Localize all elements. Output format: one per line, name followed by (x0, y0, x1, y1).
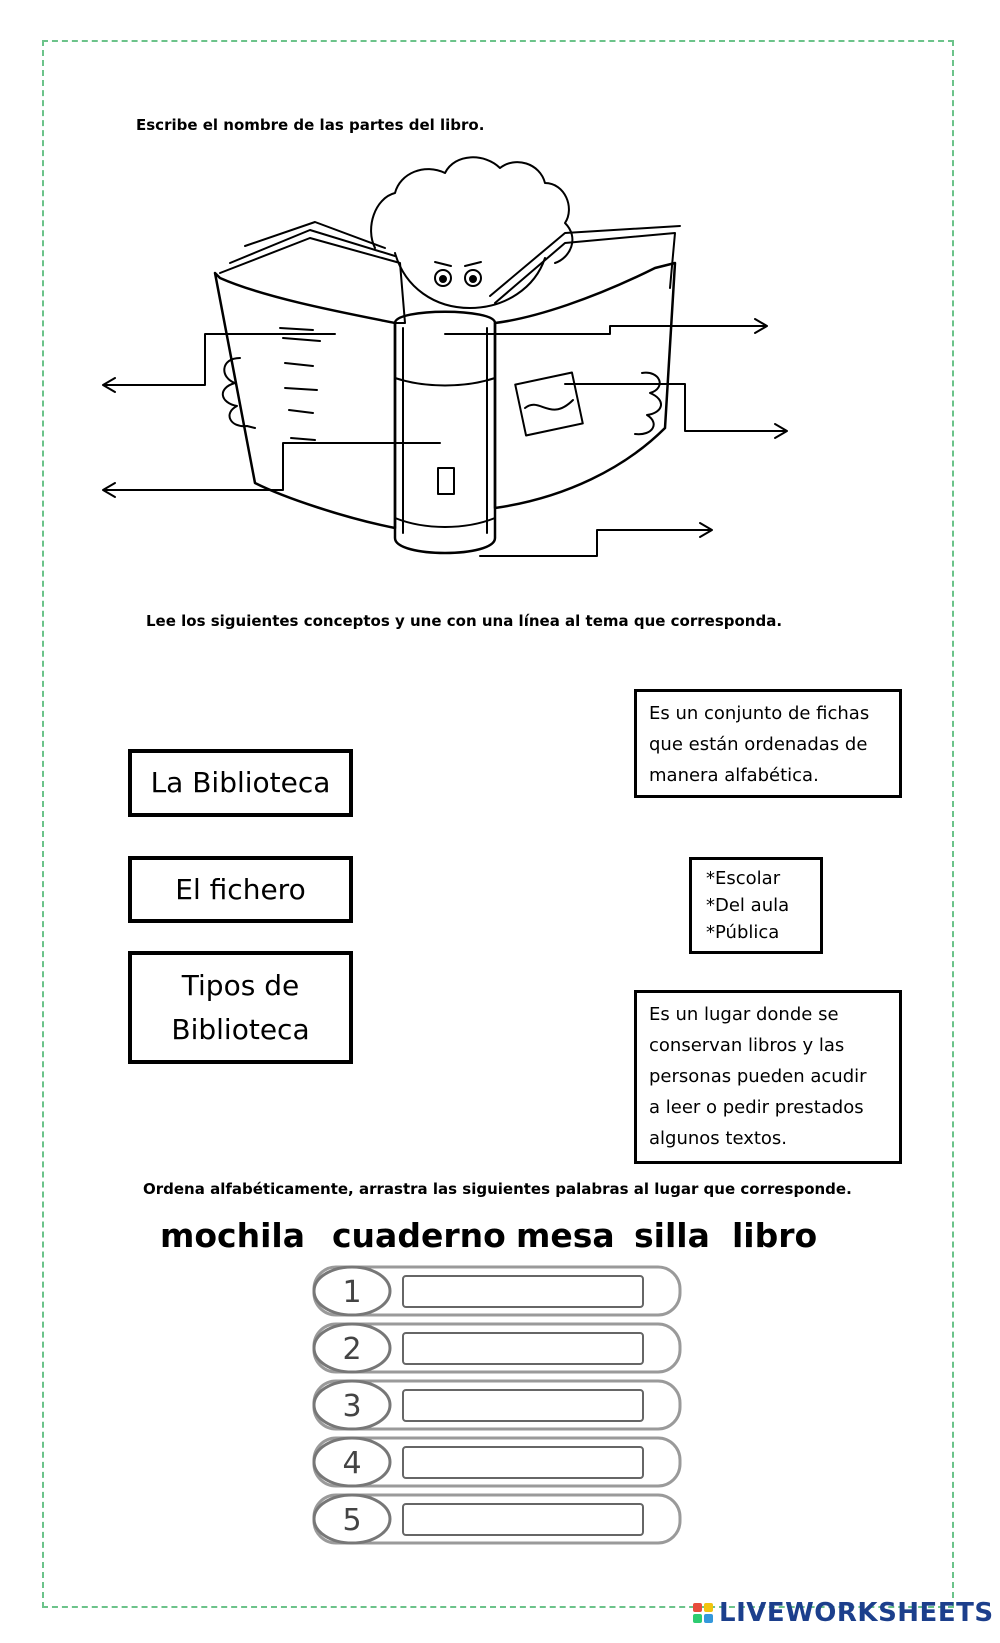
definition-line: *Escolar (706, 868, 781, 889)
order-slot-row: 2 (312, 1322, 682, 1374)
topic-tipos-de-biblioteca[interactable]: Tipos de Biblioteca (128, 951, 353, 1064)
answer-drop-field[interactable] (402, 1332, 644, 1365)
number-badge (312, 1493, 392, 1545)
definition-line: Es un conjunto de fichas (649, 703, 870, 724)
definition-line: Es un lugar donde se (649, 1004, 839, 1025)
liveworksheets-logo: LIVEWORKSHEETS (693, 1598, 994, 1628)
logo-square (704, 1614, 713, 1623)
definition-line: *Pública (706, 922, 780, 943)
definition-fichero[interactable]: Es un conjunto de fichas que están orden… (634, 689, 902, 798)
definition-line: conservan libros y las (649, 1035, 845, 1056)
number-badge (312, 1436, 392, 1488)
topic-label: La Biblioteca (150, 766, 331, 800)
word-libro[interactable]: libro (732, 1216, 818, 1255)
parts-instruction: Escribe el nombre de las partes del libr… (136, 116, 485, 134)
definition-line: personas pueden acudir (649, 1066, 867, 1087)
topic-label: El fichero (175, 872, 306, 906)
number-badge (312, 1265, 392, 1317)
topic-label-line1: Tipos de (181, 969, 300, 1003)
slot-number: 4 (342, 1446, 361, 1481)
logo-square (704, 1603, 713, 1612)
order-slot-row: 3 (312, 1379, 682, 1431)
order-slot-row: 4 (312, 1436, 682, 1488)
word-cuaderno[interactable]: cuaderno (332, 1216, 506, 1255)
order-slot-row: 1 (312, 1265, 682, 1317)
slot-number: 3 (342, 1389, 361, 1424)
topic-la-biblioteca[interactable]: La Biblioteca (128, 749, 353, 817)
slot-number: 2 (342, 1332, 361, 1367)
definition-line: a leer o pedir prestados (649, 1097, 864, 1118)
definition-line: *Del aula (706, 895, 790, 916)
definition-tipos[interactable]: *Escolar *Del aula *Pública (689, 857, 823, 954)
word-mochila[interactable]: mochila (160, 1216, 306, 1255)
order-slot-row: 5 (312, 1493, 682, 1545)
answer-drop-field[interactable] (402, 1446, 644, 1479)
logo-mark-icon (693, 1603, 713, 1623)
number-badge (312, 1322, 392, 1374)
topic-el-fichero[interactable]: El fichero (128, 856, 353, 923)
logo-square (693, 1614, 702, 1623)
slot-number: 5 (342, 1503, 361, 1538)
answer-drop-field[interactable] (402, 1503, 644, 1536)
order-instruction: Ordena alfabéticamente, arrastra las sig… (143, 1180, 852, 1198)
match-instruction: Lee los siguientes conceptos y une con u… (146, 612, 783, 630)
definition-biblioteca[interactable]: Es un lugar donde se conservan libros y … (634, 990, 902, 1164)
logo-square (693, 1603, 702, 1612)
brand-name: LIVEWORKSHEETS (719, 1598, 994, 1628)
topic-label-line2: Biblioteca (171, 1012, 310, 1046)
answer-drop-field[interactable] (402, 1275, 644, 1308)
word-mesa[interactable]: mesa (516, 1216, 615, 1255)
number-badge (312, 1379, 392, 1431)
alphabetical-order-slots: 1 2 3 4 5 (312, 1265, 682, 1545)
answer-drop-field[interactable] (402, 1389, 644, 1422)
definition-line: manera alfabética. (649, 765, 819, 786)
book-reader-illustration (102, 156, 788, 557)
definition-line: algunos textos. (649, 1128, 788, 1149)
definition-line: que están ordenadas de (649, 734, 868, 755)
page-frame (42, 40, 954, 1608)
slot-number: 1 (342, 1275, 361, 1310)
word-silla[interactable]: silla (634, 1216, 710, 1255)
